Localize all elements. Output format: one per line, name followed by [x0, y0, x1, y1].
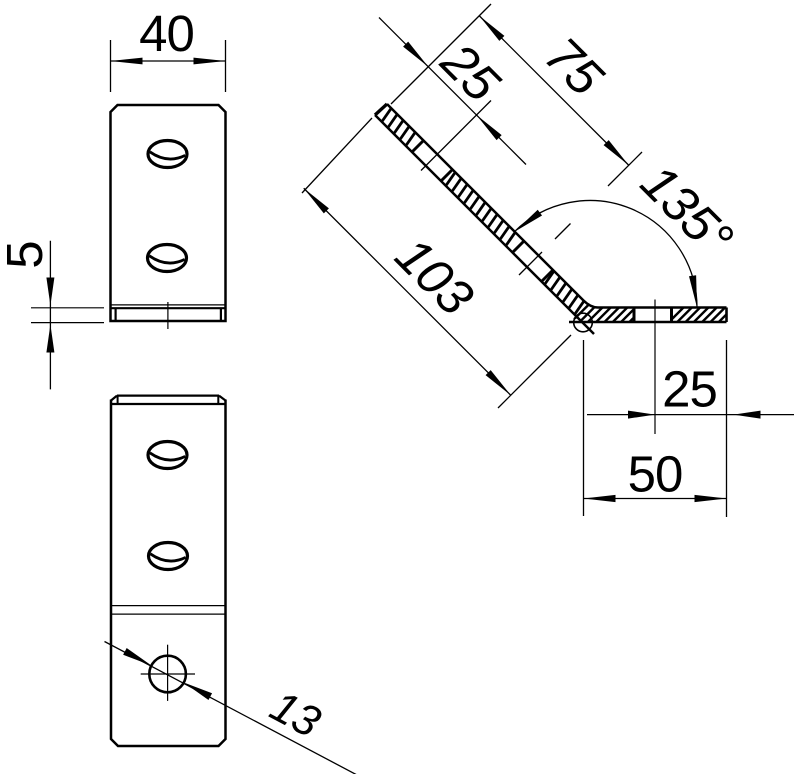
svg-text:50: 50	[628, 446, 683, 503]
svg-text:75: 75	[534, 26, 615, 107]
svg-text:25: 25	[430, 32, 511, 113]
svg-text:103: 103	[385, 226, 485, 326]
svg-text:25: 25	[662, 361, 717, 418]
svg-text:5: 5	[0, 241, 53, 268]
svg-text:40: 40	[139, 5, 194, 62]
svg-text:13: 13	[262, 681, 328, 747]
svg-text:135°: 135°	[630, 153, 744, 267]
